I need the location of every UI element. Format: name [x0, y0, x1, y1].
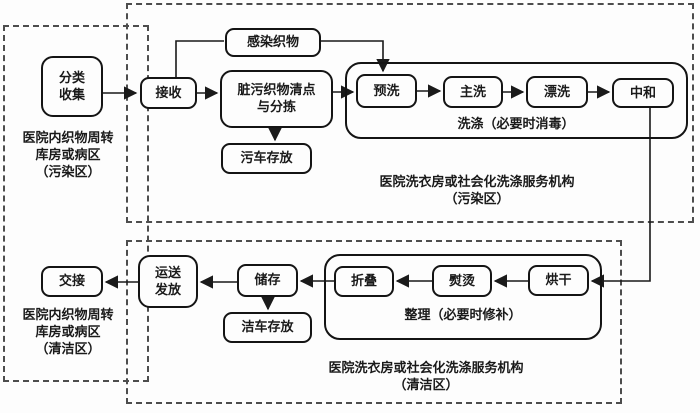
- node-fold: 折叠: [334, 266, 394, 297]
- zone-label-laundry-clean: 医院洗衣房或社会化洗涤服务机构 （清洁区）: [328, 360, 524, 393]
- zone-hospital-turnover-area: [3, 25, 149, 382]
- finishing-stage-label: 整理（必要时修补）: [404, 307, 522, 322]
- node-receive: 接收: [140, 77, 197, 109]
- node-dirty-cart-storage: 污车存放: [221, 143, 312, 174]
- node-transport-dispatch: 运送 发放: [138, 255, 198, 308]
- arrow-neutralize-to-dry: [590, 108, 651, 288]
- node-iron: 熨烫: [432, 265, 492, 297]
- washing-stage-label: 洗涤（必要时消毒）: [457, 116, 575, 131]
- node-storage: 储存: [237, 264, 298, 297]
- zone-laundry-contaminated-area: [126, 3, 694, 223]
- node-handover: 交接: [41, 266, 103, 297]
- node-neutralize: 中和: [612, 78, 674, 108]
- node-classify-collect: 分类 收集: [41, 56, 103, 117]
- washing-stage-group: [345, 62, 688, 139]
- node-infected-textiles: 感染织物: [225, 28, 321, 57]
- zone-laundry-clean-area: [126, 240, 622, 404]
- zone-label-hospital-clean: 医院内织物周转 库房或病区 （清洁区）: [22, 307, 114, 357]
- node-clean-cart-storage: 洁车存放: [223, 312, 312, 343]
- node-prewash: 预洗: [356, 74, 417, 108]
- arrow-infected-to-prewash: [321, 40, 390, 73]
- node-main-wash: 主洗: [443, 76, 503, 108]
- zone-label-hospital-dirty: 医院内织物周转 库房或病区 （污染区）: [22, 130, 114, 180]
- finishing-stage-group: [324, 254, 602, 340]
- node-sort-count: 脏污织物清点 与分拣: [220, 70, 333, 128]
- node-dry: 烘干: [528, 265, 589, 296]
- line-receive-to-infected: [175, 40, 224, 77]
- zone-label-laundry-dirty: 医院洗衣房或社会化洗涤服务机构 （污染区）: [379, 174, 575, 207]
- node-rinse: 漂洗: [526, 76, 588, 108]
